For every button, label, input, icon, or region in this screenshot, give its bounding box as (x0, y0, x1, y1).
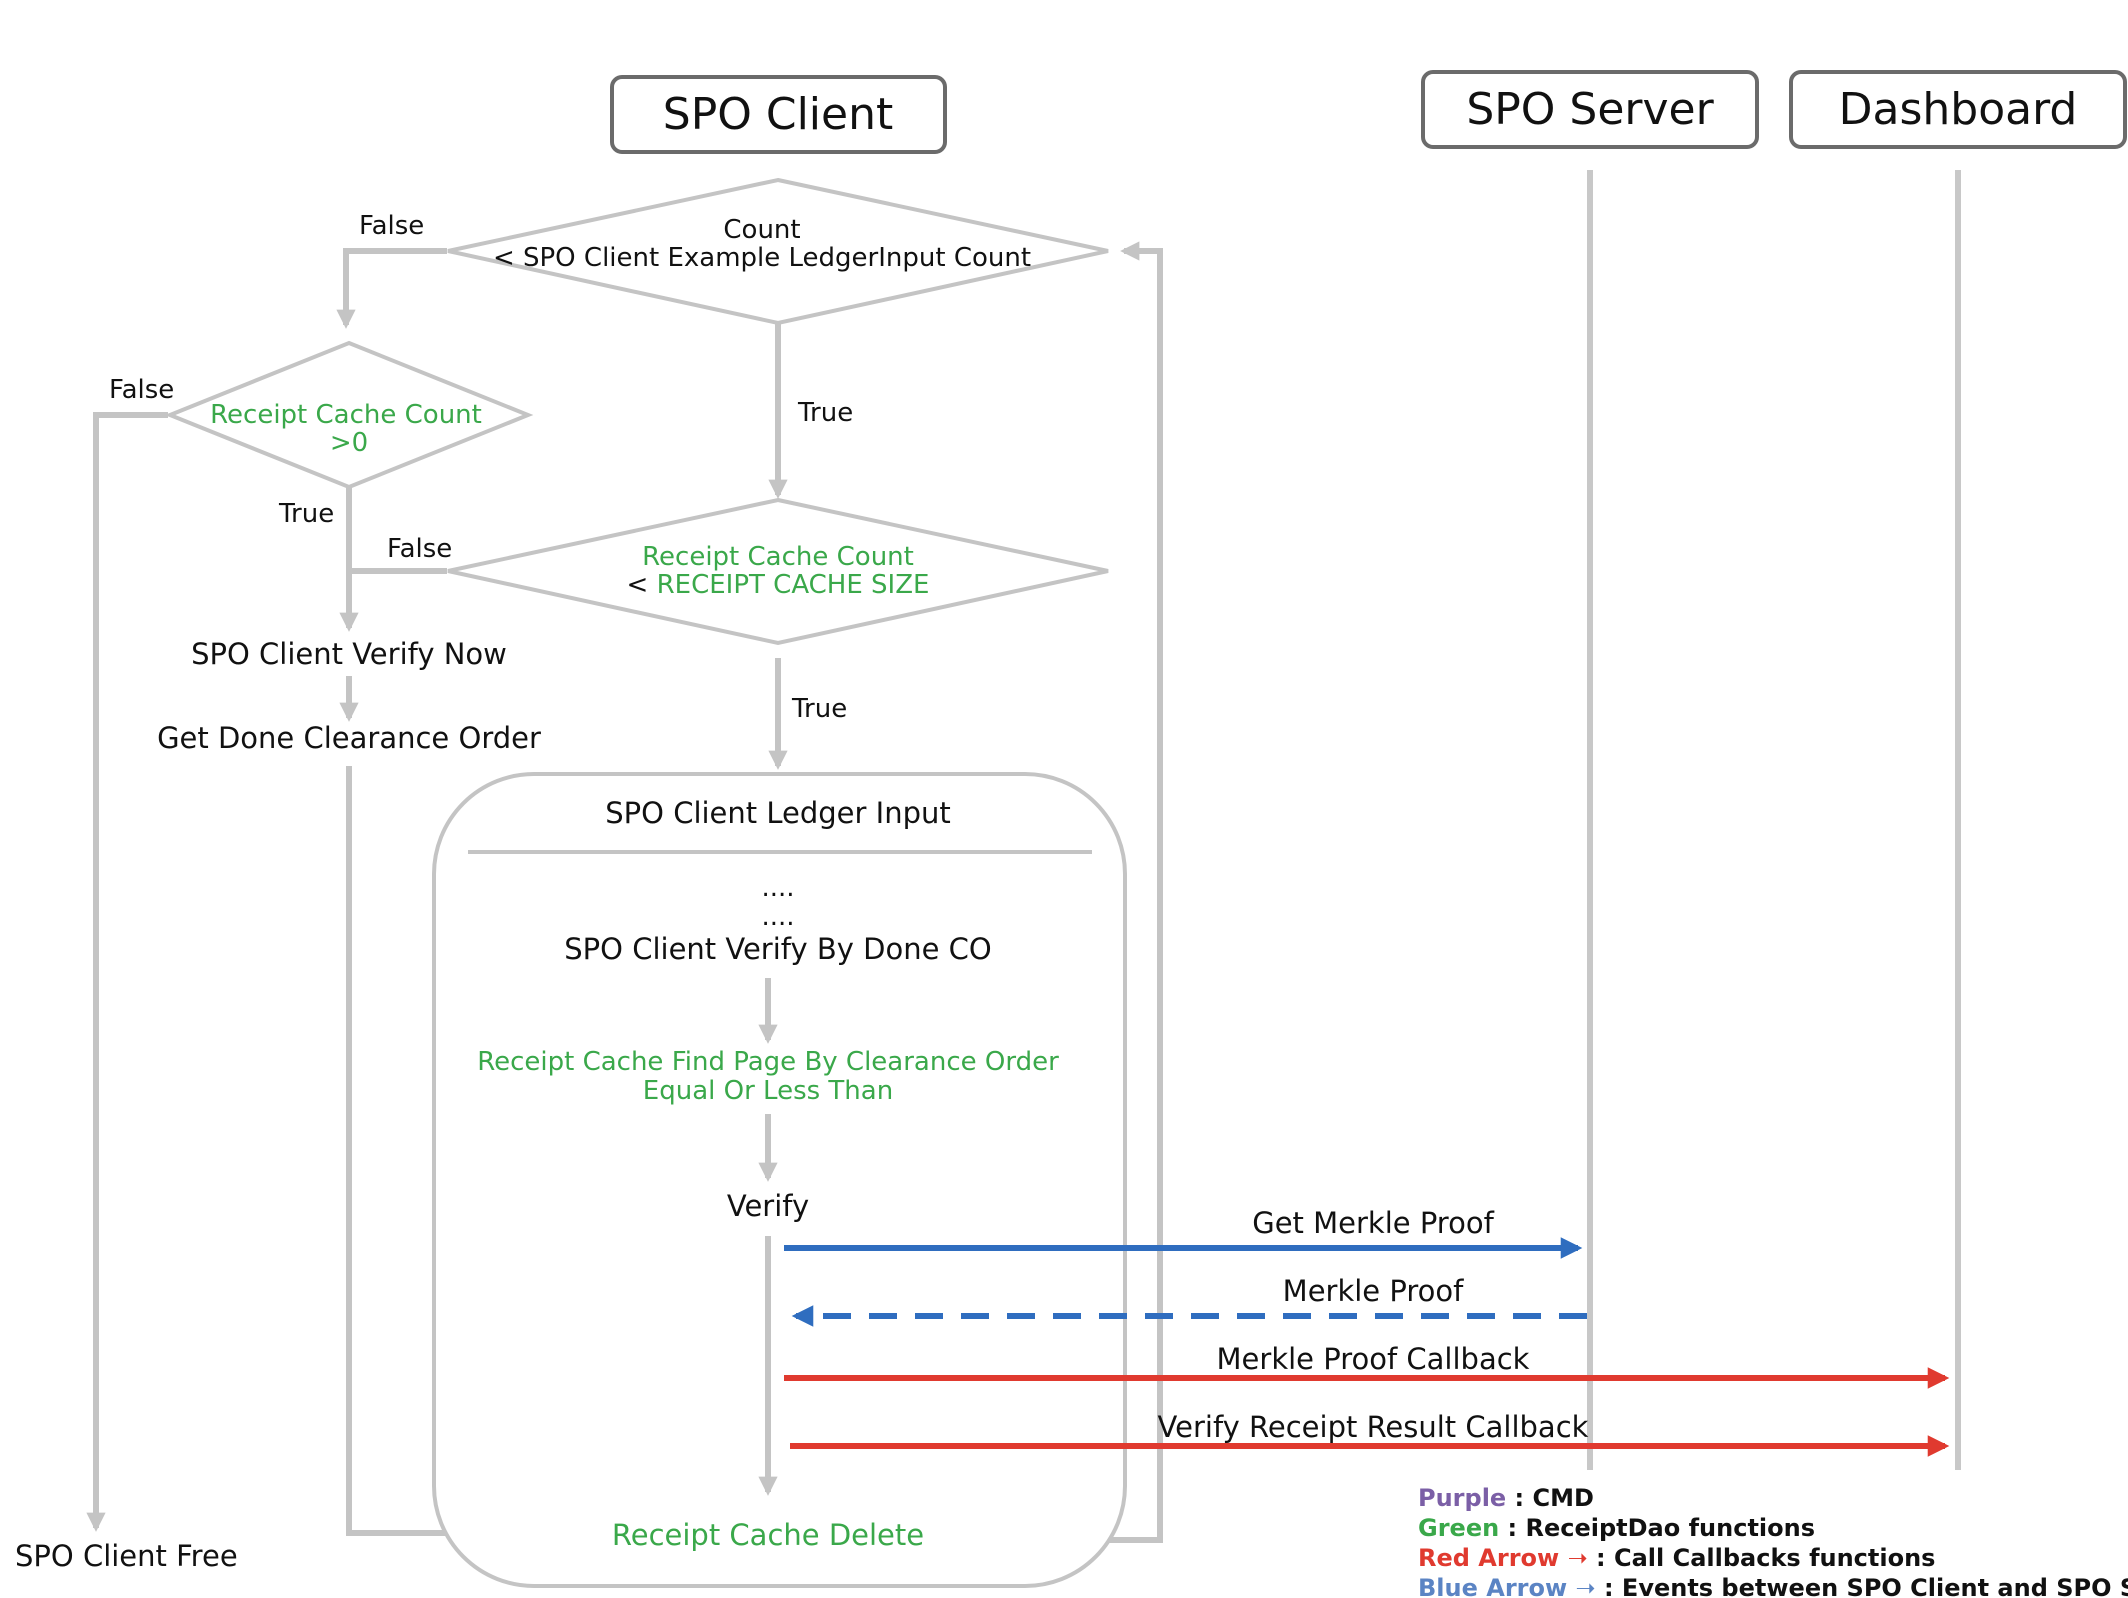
legend-purple-desc: : CMD (1506, 1484, 1594, 1512)
cache-size-line2: < RECEIPT CACHE SIZE (627, 570, 930, 600)
header-spo-server-label: SPO Server (1466, 84, 1714, 135)
header-spo-client-label: SPO Client (663, 89, 893, 140)
label-verify-receipt-callback: Verify Receipt Result Callback (1158, 1410, 1589, 1444)
step-verify-now: SPO Client Verify Now (191, 637, 507, 671)
decision-cache-count-positive: Receipt Cache Count >0 (164, 340, 534, 490)
label-false-top: False (359, 211, 424, 241)
count-false-connector (336, 248, 447, 329)
label-true-left: True (278, 499, 334, 529)
count-check-line2: < SPO Client Example LedgerInput Count (493, 243, 1031, 273)
label-false-left: False (109, 375, 174, 405)
cache-size-line2-prefix: < (627, 570, 657, 600)
decision-count-check: Count < SPO Client Example LedgerInput C… (447, 177, 1109, 326)
legend-blue-key: Blue Arrow (1418, 1574, 1576, 1598)
legend-red: Red Arrow ➝ : Call Callbacks functions (1418, 1544, 1935, 1572)
header-spo-server: SPO Server (1421, 70, 1759, 149)
ledger-dots-1: .... (761, 873, 794, 903)
cache-size-line1: Receipt Cache Count (642, 542, 914, 572)
ledger-verify-by-done: SPO Client Verify By Done CO (564, 932, 991, 966)
cache-positive-line1: Receipt Cache Count (210, 400, 482, 430)
ledger-box-title: SPO Client Ledger Input (605, 796, 951, 830)
cache-size-line2-green: RECEIPT CACHE SIZE (657, 570, 930, 600)
cache-positive-false-connector (86, 412, 168, 1532)
ledger-find-page-line2: Equal Or Less Than (643, 1076, 893, 1106)
legend-red-arrow-icon: ➝ (1568, 1544, 1588, 1572)
step-cache-delete: Receipt Cache Delete (612, 1518, 924, 1552)
label-get-merkle-proof: Get Merkle Proof (1252, 1206, 1494, 1240)
message-merkle-proof: Merkle Proof (791, 1274, 1587, 1327)
label-merkle-proof: Merkle Proof (1283, 1274, 1464, 1308)
label-true-center: True (797, 398, 853, 428)
header-spo-client: SPO Client (610, 75, 947, 154)
step-get-done-clearance: Get Done Clearance Order (157, 721, 541, 755)
legend-purple-key: Purple (1418, 1484, 1506, 1512)
legend-green-key: Green (1418, 1514, 1499, 1542)
ledger-input-box: SPO Client Ledger Input .... .... SPO Cl… (432, 772, 1127, 1588)
message-merkle-proof-callback: Merkle Proof Callback (784, 1342, 1950, 1389)
message-verify-receipt-callback: Verify Receipt Result Callback (790, 1410, 1950, 1457)
label-merkle-proof-callback: Merkle Proof Callback (1217, 1342, 1530, 1376)
legend-red-desc: : Call Callbacks functions (1588, 1544, 1936, 1572)
message-get-merkle-proof: Get Merkle Proof (784, 1206, 1583, 1259)
ledger-verify: Verify (727, 1189, 809, 1223)
cache-positive-line2: >0 (330, 428, 368, 458)
ledger-dots-2: .... (761, 902, 794, 932)
legend-blue-desc: : Events between SPO Client and SPO Serv… (1596, 1574, 2128, 1598)
step-client-free: SPO Client Free (15, 1539, 238, 1573)
header-dashboard: Dashboard (1789, 70, 2127, 149)
decision-cache-count-size: Receipt Cache Count < RECEIPT CACHE SIZE (447, 497, 1109, 646)
legend: Purple : CMD Green : ReceiptDao function… (1418, 1484, 2128, 1598)
label-true-lower: True (791, 694, 847, 724)
legend-green: Green : ReceiptDao functions (1418, 1514, 1815, 1542)
count-check-line1: Count (723, 215, 800, 245)
legend-green-desc: : ReceiptDao functions (1499, 1514, 1815, 1542)
legend-blue: Blue Arrow ➝ : Events between SPO Client… (1418, 1574, 2128, 1598)
label-false-mid: False (387, 534, 452, 564)
legend-blue-arrow-icon: ➝ (1576, 1574, 1596, 1598)
header-dashboard-label: Dashboard (1839, 84, 2078, 135)
ledger-find-page-line1: Receipt Cache Find Page By Clearance Ord… (477, 1047, 1059, 1077)
legend-purple: Purple : CMD (1418, 1484, 1594, 1512)
legend-red-key: Red Arrow (1418, 1544, 1568, 1572)
